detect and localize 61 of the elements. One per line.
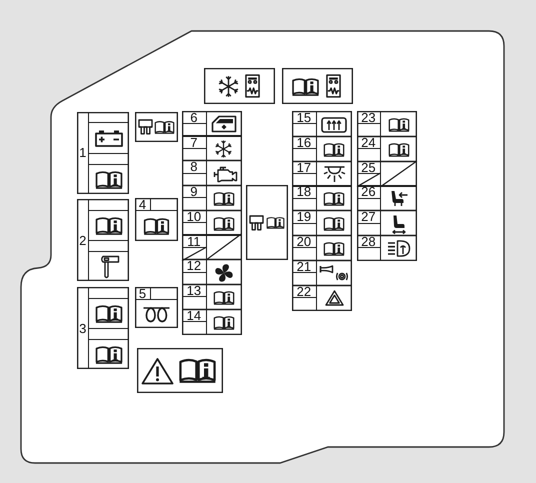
fuse-slot	[292, 111, 352, 138]
fuse-slot	[292, 136, 352, 162]
fuse-number: 13	[186, 284, 202, 297]
fuse-slot	[292, 185, 352, 212]
fuse-number: 18	[296, 185, 312, 198]
fuse-slot	[77, 287, 129, 369]
fuse-slot	[182, 160, 242, 186]
fuse-slot	[292, 210, 352, 236]
fuse-number: 9	[190, 185, 198, 198]
fuse-number: 1	[79, 146, 86, 159]
fuse-number: 15	[296, 111, 312, 124]
fuse-number: 16	[296, 136, 312, 149]
fuse-number: 20	[296, 235, 312, 248]
fuse-slot	[356, 111, 418, 138]
fuse-slot	[356, 235, 418, 262]
fuse-number: 6	[190, 110, 198, 124]
relay-slot	[282, 68, 353, 104]
fuse-number: 7	[190, 136, 198, 148]
fuse-number: 27	[361, 210, 376, 224]
fuse-slot	[182, 234, 242, 260]
fuse-number: 3	[79, 322, 86, 334]
fuse-slot	[292, 284, 352, 311]
fuse-slot	[356, 185, 418, 212]
fuse-slot	[292, 235, 352, 262]
fuse-slot	[182, 259, 242, 286]
fuse-slot	[182, 184, 242, 211]
fuse-number: 2	[79, 234, 86, 246]
fuse-slot	[134, 287, 178, 328]
fuse-number: 12	[186, 259, 202, 272]
fuse-slot	[292, 160, 352, 187]
fuse-slot	[356, 136, 418, 162]
fuse-slot	[356, 160, 418, 187]
fuse-number: 21	[296, 260, 312, 273]
fuse-number: 23	[361, 111, 376, 124]
fuse-slot	[77, 199, 129, 281]
fuse-number: 10	[186, 210, 202, 223]
fuse-slot	[182, 308, 242, 335]
fuse-slot	[182, 210, 242, 236]
fuse-number: 28	[361, 235, 376, 248]
warning-panel	[136, 348, 222, 393]
fuse-slot	[134, 112, 178, 142]
fuse-number: 24	[361, 136, 376, 149]
fuse-number: 25	[361, 160, 376, 174]
fuse-slot	[246, 184, 288, 260]
fuse-slot	[182, 110, 242, 137]
fuse-number: 26	[361, 185, 376, 198]
fuse-number: 14	[186, 308, 202, 322]
fuse-number: 22	[296, 284, 312, 298]
fuse-number: 11	[187, 234, 201, 248]
fuse-slot	[134, 198, 178, 240]
fuse-slot	[356, 210, 418, 236]
fuse-slot	[292, 260, 352, 286]
fuse-slot	[182, 284, 242, 310]
fuse-number: 8	[190, 160, 198, 174]
fuse-number: 4	[138, 198, 146, 211]
fuse-slot	[182, 135, 242, 162]
fuse-number: 19	[296, 210, 312, 224]
fuse-number: 5	[138, 287, 146, 300]
fuse-slot	[77, 112, 129, 194]
relay-slot	[204, 68, 275, 104]
fuse-number: 17	[296, 160, 312, 174]
